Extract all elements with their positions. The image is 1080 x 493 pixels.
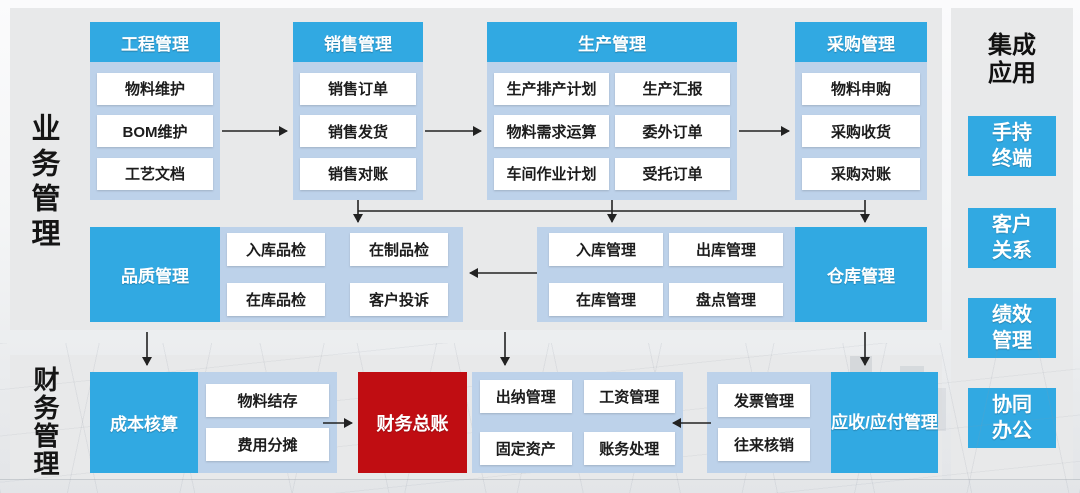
integration-item-label: 手持终端 — [992, 122, 1032, 170]
engineering-column: 工程管理 物料维护 BOM维护 工艺文档 — [90, 22, 220, 200]
general-ledger-box: 财务总账 — [358, 372, 467, 473]
module-box: 销售订单 — [300, 72, 416, 105]
quality-section: 品质管理 入库品检 在制品检 在库品检 客户投诉 — [90, 227, 463, 322]
module-box: 生产汇报 — [615, 72, 730, 105]
integration-item-box: 客户关系 — [968, 208, 1056, 268]
integration-content: 集成应用 手持终端 客户关系 绩效管理 协同办公 — [951, 8, 1073, 480]
sales-column: 销售管理 销售订单 销售发货 销售对账 — [293, 22, 423, 200]
warehouse-items: 入库管理 出库管理 在库管理 盘点管理 — [537, 227, 795, 322]
sales-header: 销售管理 — [293, 22, 423, 62]
module-box: 入库管理 — [549, 233, 663, 266]
module-box: 往来核销 — [718, 428, 810, 462]
module-box: 固定资产 — [480, 431, 572, 465]
module-box: 出纳管理 — [480, 380, 572, 414]
module-box: 工资管理 — [583, 380, 675, 414]
quality-title-box: 品质管理 — [90, 227, 220, 322]
production-items: 生产排产计划 生产汇报 物料需求运算 委外订单 车间作业计划 受托订单 — [487, 62, 737, 200]
module-box: 销售发货 — [300, 115, 416, 147]
module-box: 委外订单 — [615, 115, 730, 147]
integration-item-box: 手持终端 — [968, 116, 1056, 176]
warehouse-section: 入库管理 出库管理 在库管理 盘点管理 仓库管理 — [537, 227, 927, 322]
production-column: 生产管理 生产排产计划 生产汇报 物料需求运算 委外订单 车间作业计划 受托订单 — [487, 22, 737, 200]
finance-section-label: 财务管理 — [30, 366, 60, 478]
integration-item-box: 协同办公 — [968, 388, 1056, 448]
module-box: 盘点管理 — [669, 283, 783, 316]
module-box: 在库品检 — [227, 283, 325, 316]
module-box: 受托订单 — [615, 157, 730, 190]
module-box: 发票管理 — [718, 383, 810, 417]
module-box: 物料结存 — [206, 383, 329, 417]
module-box: 采购收货 — [802, 115, 920, 147]
module-box: 物料需求运算 — [494, 115, 609, 147]
module-box: 物料申购 — [802, 72, 920, 105]
invoice-items: 发票管理 往来核销 — [707, 372, 831, 473]
module-box: 物料维护 — [97, 72, 213, 105]
module-box: 在制品检 — [350, 233, 448, 266]
treasury-items: 出纳管理 工资管理 固定资产 账务处理 — [472, 372, 683, 473]
cost-items: 物料结存 费用分摊 — [198, 372, 337, 473]
integration-item-label: 客户关系 — [992, 214, 1032, 262]
integration-item-label: 绩效管理 — [992, 304, 1032, 352]
engineering-items: 物料维护 BOM维护 工艺文档 — [90, 62, 220, 200]
business-section-label: 业务管理 — [27, 113, 59, 253]
quality-items: 入库品检 在制品检 在库品检 客户投诉 — [220, 227, 463, 322]
module-box: 生产排产计划 — [494, 72, 609, 105]
module-box: 采购对账 — [802, 157, 920, 190]
cost-accounting-box: 成本核算 — [90, 372, 198, 473]
procurement-header: 采购管理 — [795, 22, 927, 62]
module-box: 工艺文档 — [97, 157, 213, 190]
procurement-column: 采购管理 物料申购 采购收货 采购对账 — [795, 22, 927, 200]
module-box: 账务处理 — [583, 431, 675, 465]
module-box: 出库管理 — [669, 233, 783, 266]
integration-title: 集成应用 — [988, 32, 1036, 87]
sales-items: 销售订单 销售发货 销售对账 — [293, 62, 423, 200]
production-header: 生产管理 — [487, 22, 737, 62]
module-box: BOM维护 — [97, 115, 213, 147]
warehouse-title-box: 仓库管理 — [795, 227, 927, 322]
receivable-payable-section: 发票管理 往来核销 应收/应付管理 — [707, 372, 938, 473]
module-box: 在库管理 — [549, 283, 663, 316]
engineering-header: 工程管理 — [90, 22, 220, 62]
module-box: 车间作业计划 — [494, 157, 609, 190]
receivable-payable-title-box: 应收/应付管理 — [831, 372, 938, 473]
module-box: 客户投诉 — [350, 283, 448, 316]
integration-item-label: 协同办公 — [992, 394, 1032, 442]
module-box: 费用分摊 — [206, 428, 329, 462]
module-box: 销售对账 — [300, 157, 416, 190]
module-box: 入库品检 — [227, 233, 325, 266]
procurement-items: 物料申购 采购收货 采购对账 — [795, 62, 927, 200]
integration-item-box: 绩效管理 — [968, 298, 1056, 358]
